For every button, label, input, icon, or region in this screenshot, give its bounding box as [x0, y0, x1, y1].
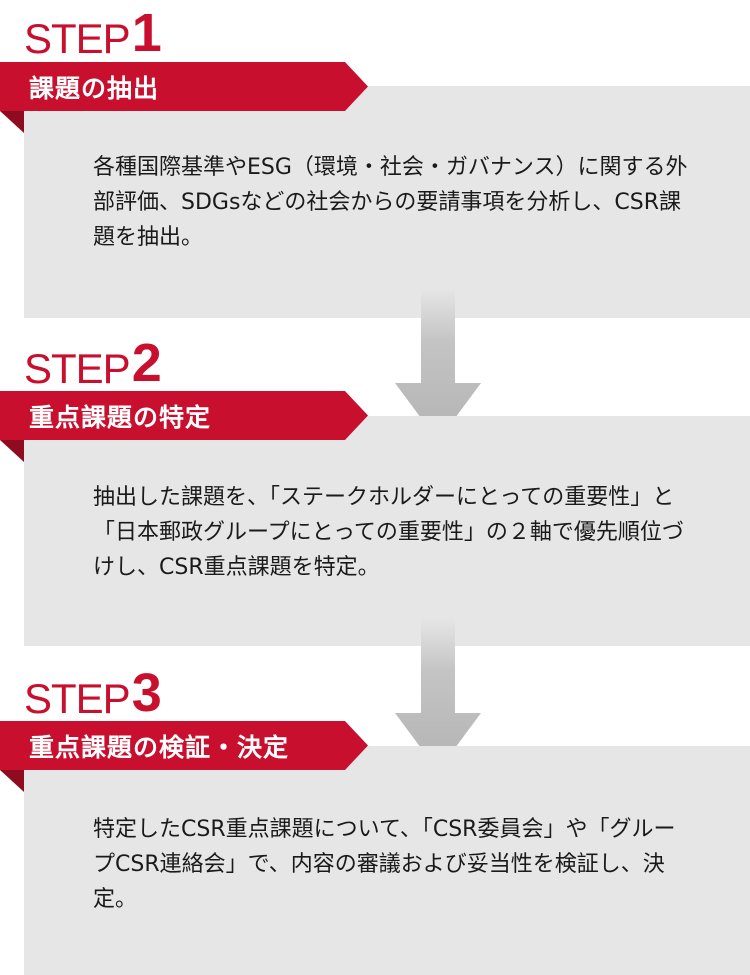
step-2-description: 抽出した課題を、「ステークホルダーにとっての重要性」と「日本郵政グループにとって… — [93, 485, 684, 580]
step-2-title-ribbon: 重点課題の特定 — [0, 391, 368, 440]
step-word: STEP — [24, 345, 131, 392]
step-1-description: 各種国際基準やESG（環境・社会・ガバナンス）に関する外部評価、SDGsなどの社… — [93, 155, 688, 250]
step-word: STEP — [24, 675, 131, 722]
step-number: 3 — [131, 663, 162, 723]
step-3-title-ribbon: 重点課題の検証・決定 — [0, 721, 368, 770]
step-2-label: STEP 2 — [24, 330, 162, 390]
step-word: STEP — [24, 15, 131, 62]
down-arrow-icon — [395, 618, 481, 771]
step-3-description: 特定したCSR重点課題について、「CSR委員会」や「グループCSR連絡会」で、内… — [93, 817, 676, 912]
step-number: 2 — [131, 333, 162, 393]
step-1-panel — [24, 86, 750, 318]
step-number: 1 — [131, 3, 162, 63]
down-arrow-icon — [395, 288, 481, 441]
step-1-title-ribbon: 課題の抽出 — [0, 62, 368, 111]
ribbon-fold — [0, 111, 24, 133]
step-2-panel — [24, 416, 750, 646]
step-1-label: STEP 1 — [24, 0, 162, 60]
step-3-panel — [24, 746, 750, 975]
ribbon-fold — [0, 440, 24, 462]
step-3-label: STEP 3 — [24, 660, 162, 720]
ribbon-fold — [0, 770, 24, 792]
